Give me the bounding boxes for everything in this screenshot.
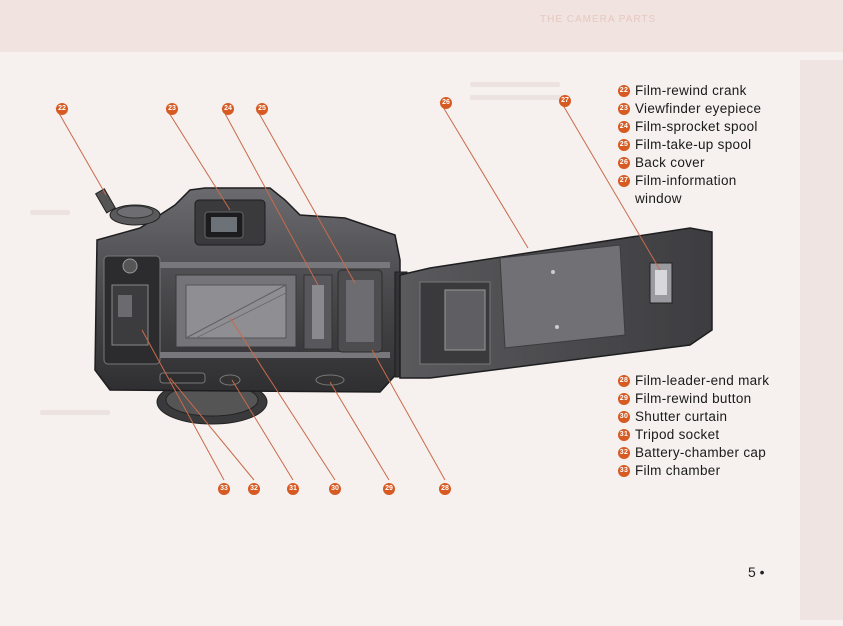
legend-badge: 26 [618, 157, 630, 169]
legend-item: 25 Film-take-up spool [612, 136, 775, 154]
legend-label: Film-rewind button [635, 391, 752, 406]
legend-label: Film-leader-end mark [635, 373, 770, 388]
legend-badge: 28 [618, 375, 630, 387]
legend-badge: 30 [618, 411, 630, 423]
legend-item: 31 Tripod socket [612, 426, 769, 444]
callout-badge-29: 29 [383, 483, 395, 495]
callout-badge-32: 32 [248, 483, 260, 495]
ghost-text [470, 95, 570, 100]
legend-item: 30 Shutter curtain [612, 408, 769, 426]
ghost-text [30, 210, 70, 215]
legend-label: Viewfinder eyepiece [635, 101, 762, 116]
legend-label: Film-rewind crank [635, 83, 747, 98]
header-band [0, 0, 843, 52]
legend-badge: 33 [618, 465, 630, 477]
ghost-text [470, 82, 560, 87]
legend-badge: 31 [618, 429, 630, 441]
legend-label: Film-information window [635, 173, 737, 206]
legend-item: 24 Film-sprocket spool [612, 118, 775, 136]
legend-badge: 29 [618, 393, 630, 405]
legend-item: 29 Film-rewind button [612, 390, 769, 408]
legend-label: Film chamber [635, 463, 721, 478]
legend-label: Tripod socket [635, 427, 720, 442]
legend-badge: 32 [618, 447, 630, 459]
legend-label: Back cover [635, 155, 705, 170]
legend-item: 26 Back cover [612, 154, 775, 172]
ghost-text [40, 410, 110, 415]
callout-badge-24: 24 [222, 103, 234, 115]
header-text: THE CAMERA PARTS [540, 14, 657, 25]
legend-badge: 27 [618, 175, 630, 187]
callout-badge-30: 30 [329, 483, 341, 495]
callout-badge-25: 25 [256, 103, 268, 115]
legend-label: Battery-chamber cap [635, 445, 767, 460]
callout-badge-23: 23 [166, 103, 178, 115]
legend-bottom: 28 Film-leader-end mark 29 Film-rewind b… [612, 372, 769, 480]
legend-item: 28 Film-leader-end mark [612, 372, 769, 390]
legend-badge: 22 [618, 85, 630, 97]
legend-item: 23 Viewfinder eyepiece [612, 100, 775, 118]
legend-item: 22 Film-rewind crank [612, 82, 775, 100]
callout-badge-27: 27 [559, 95, 571, 107]
legend-item: 27 Film-information window [612, 172, 775, 208]
callout-badge-26: 26 [440, 97, 452, 109]
legend-label: Film-sprocket spool [635, 119, 758, 134]
legend-top: 22 Film-rewind crank 23 Viewfinder eyepi… [612, 82, 775, 208]
legend-item: 32 Battery-chamber cap [612, 444, 769, 462]
legend-label: Film-take-up spool [635, 137, 752, 152]
callout-badge-33: 33 [218, 483, 230, 495]
legend-item: 33 Film chamber [612, 462, 769, 480]
legend-badge: 23 [618, 103, 630, 115]
rewind-crank [94, 188, 117, 214]
right-margin-panel [800, 60, 843, 620]
callout-badge-22: 22 [56, 103, 68, 115]
page-number: 5 • [748, 564, 765, 580]
callout-badge-28: 28 [439, 483, 451, 495]
legend-badge: 24 [618, 121, 630, 133]
legend-label: Shutter curtain [635, 409, 728, 424]
callout-badge-31: 31 [287, 483, 299, 495]
legend-badge: 25 [618, 139, 630, 151]
